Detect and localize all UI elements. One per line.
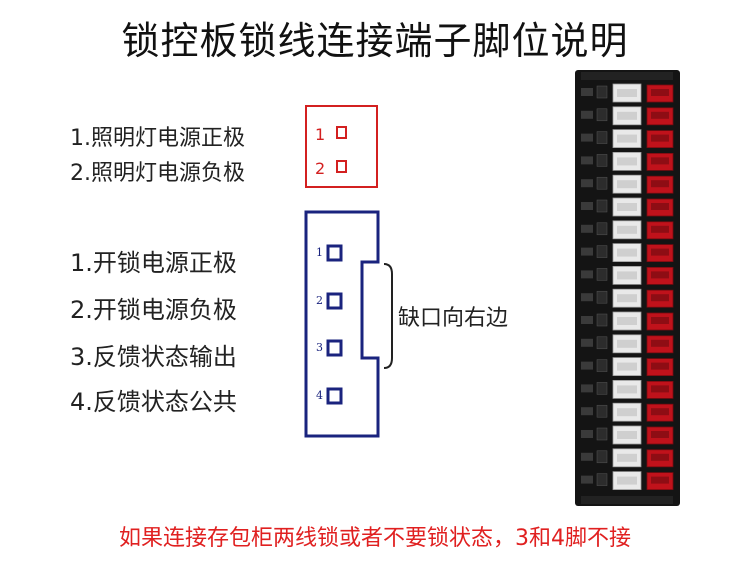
red-connector-slot [651,317,669,324]
pcb-component [581,338,593,347]
lock-pin4-label: 4.反馈状态公共 [70,388,237,416]
pcb-component [596,154,608,167]
red-connector-slot [651,294,669,302]
red-connector-slot [651,111,669,119]
pcb-component [581,88,593,96]
red-connector-slot [651,476,669,484]
pin-square-icon [336,160,347,173]
lock-pin-number: 4 [316,389,323,402]
pin-square-icon [336,126,347,139]
pin-square-icon [326,292,343,310]
lock-pin3-label: 3.反馈状态输出 [70,343,237,371]
white-connector-slot [617,203,637,211]
pcb-component [581,156,593,165]
white-connector-slot [617,294,637,303]
white-connector-slot [617,225,637,234]
pcb-component [581,110,593,119]
notch-direction-label: 缺口向右边 [398,306,509,331]
red-connector-slot [651,339,669,347]
pcb-component [581,384,593,393]
red-connector-slot [651,453,669,461]
light-pin2-label: 2.照明灯电源负极 [70,161,245,186]
pcb-component [596,108,608,122]
pcb-component [581,293,593,302]
pcb-component [596,336,608,350]
pcb-component [596,222,608,236]
white-connector-slot [617,408,637,417]
white-connector-slot [617,453,637,462]
red-connector-slot [651,157,669,165]
white-connector-slot [617,431,637,439]
pcb-component [581,224,593,233]
lock-pin-number: 3 [316,341,323,354]
red-connector-slot [651,431,669,438]
pcb-component [596,404,608,418]
pcb-component [581,247,593,256]
pcb-component [596,313,608,327]
pin-square-icon [326,244,343,262]
white-connector-slot [617,180,637,189]
light-connector-diagram: 1 2 [305,105,378,188]
pcb-component [581,316,593,324]
light-pin1-label: 1.照明灯电源正极 [70,126,245,151]
red-connector-slot [651,134,669,142]
red-connector-slot [651,89,669,96]
white-connector-slot [617,385,637,394]
pcb-component [596,131,608,144]
red-connector-slot [651,362,669,370]
white-connector-slot [617,317,637,325]
page-title: 锁控板锁线连接端子脚位说明 [121,19,629,63]
red-connector-slot [651,180,669,188]
pcb-component [581,407,593,416]
lock-pin-number: 1 [316,246,323,259]
red-connector-slot [651,248,669,256]
pcb-component [596,359,608,372]
pcb-component [581,270,593,279]
pcb-component [581,133,593,142]
pcb-component [581,475,593,484]
pcb-component [581,202,593,210]
connector-outline [304,210,380,438]
red-connector-slot [651,271,669,279]
white-connector-slot [617,476,637,485]
red-connector-slot [651,408,669,416]
white-connector-slot [617,362,637,371]
lock-pin2-label: 2.开锁电源负极 [70,296,237,324]
white-connector-slot [617,157,637,166]
pcb-component [581,361,593,370]
red-connector-slot [651,385,669,393]
pcb-component [581,452,593,461]
pcb-component [596,268,608,281]
pcb-component [596,199,608,213]
white-connector-slot [617,89,637,97]
pin-square-icon [326,339,343,357]
pcb-component [596,427,608,441]
white-connector-slot [617,134,637,143]
white-connector-slot [617,111,637,120]
red-connector-slot [651,225,669,233]
wiring-note: 如果连接存包柜两线锁或者不要锁状态，3和4脚不接 [119,526,631,551]
light-pin-number: 1 [315,125,326,144]
pcb-component [581,430,593,438]
lock-connector-diagram [304,210,380,438]
white-connector-slot [617,339,637,348]
pcb-component [596,245,608,258]
pin-square-icon [326,387,343,405]
pcb-component [596,382,608,395]
pcb-component [596,85,608,99]
pcb-component [581,179,593,188]
pcb-component [596,473,608,486]
pcb-component [596,450,608,464]
lock-pin1-label: 1.开锁电源正极 [70,249,237,277]
light-pin-number: 2 [315,159,326,178]
red-connector-slot [651,203,669,210]
pcb-component [596,176,608,190]
white-connector-slot [617,248,637,257]
lock-pin-number: 2 [316,294,323,307]
white-connector-slot [617,271,637,280]
lock-control-board-image [575,70,680,506]
bracket-icon [383,263,393,369]
pcb-component [596,290,608,304]
